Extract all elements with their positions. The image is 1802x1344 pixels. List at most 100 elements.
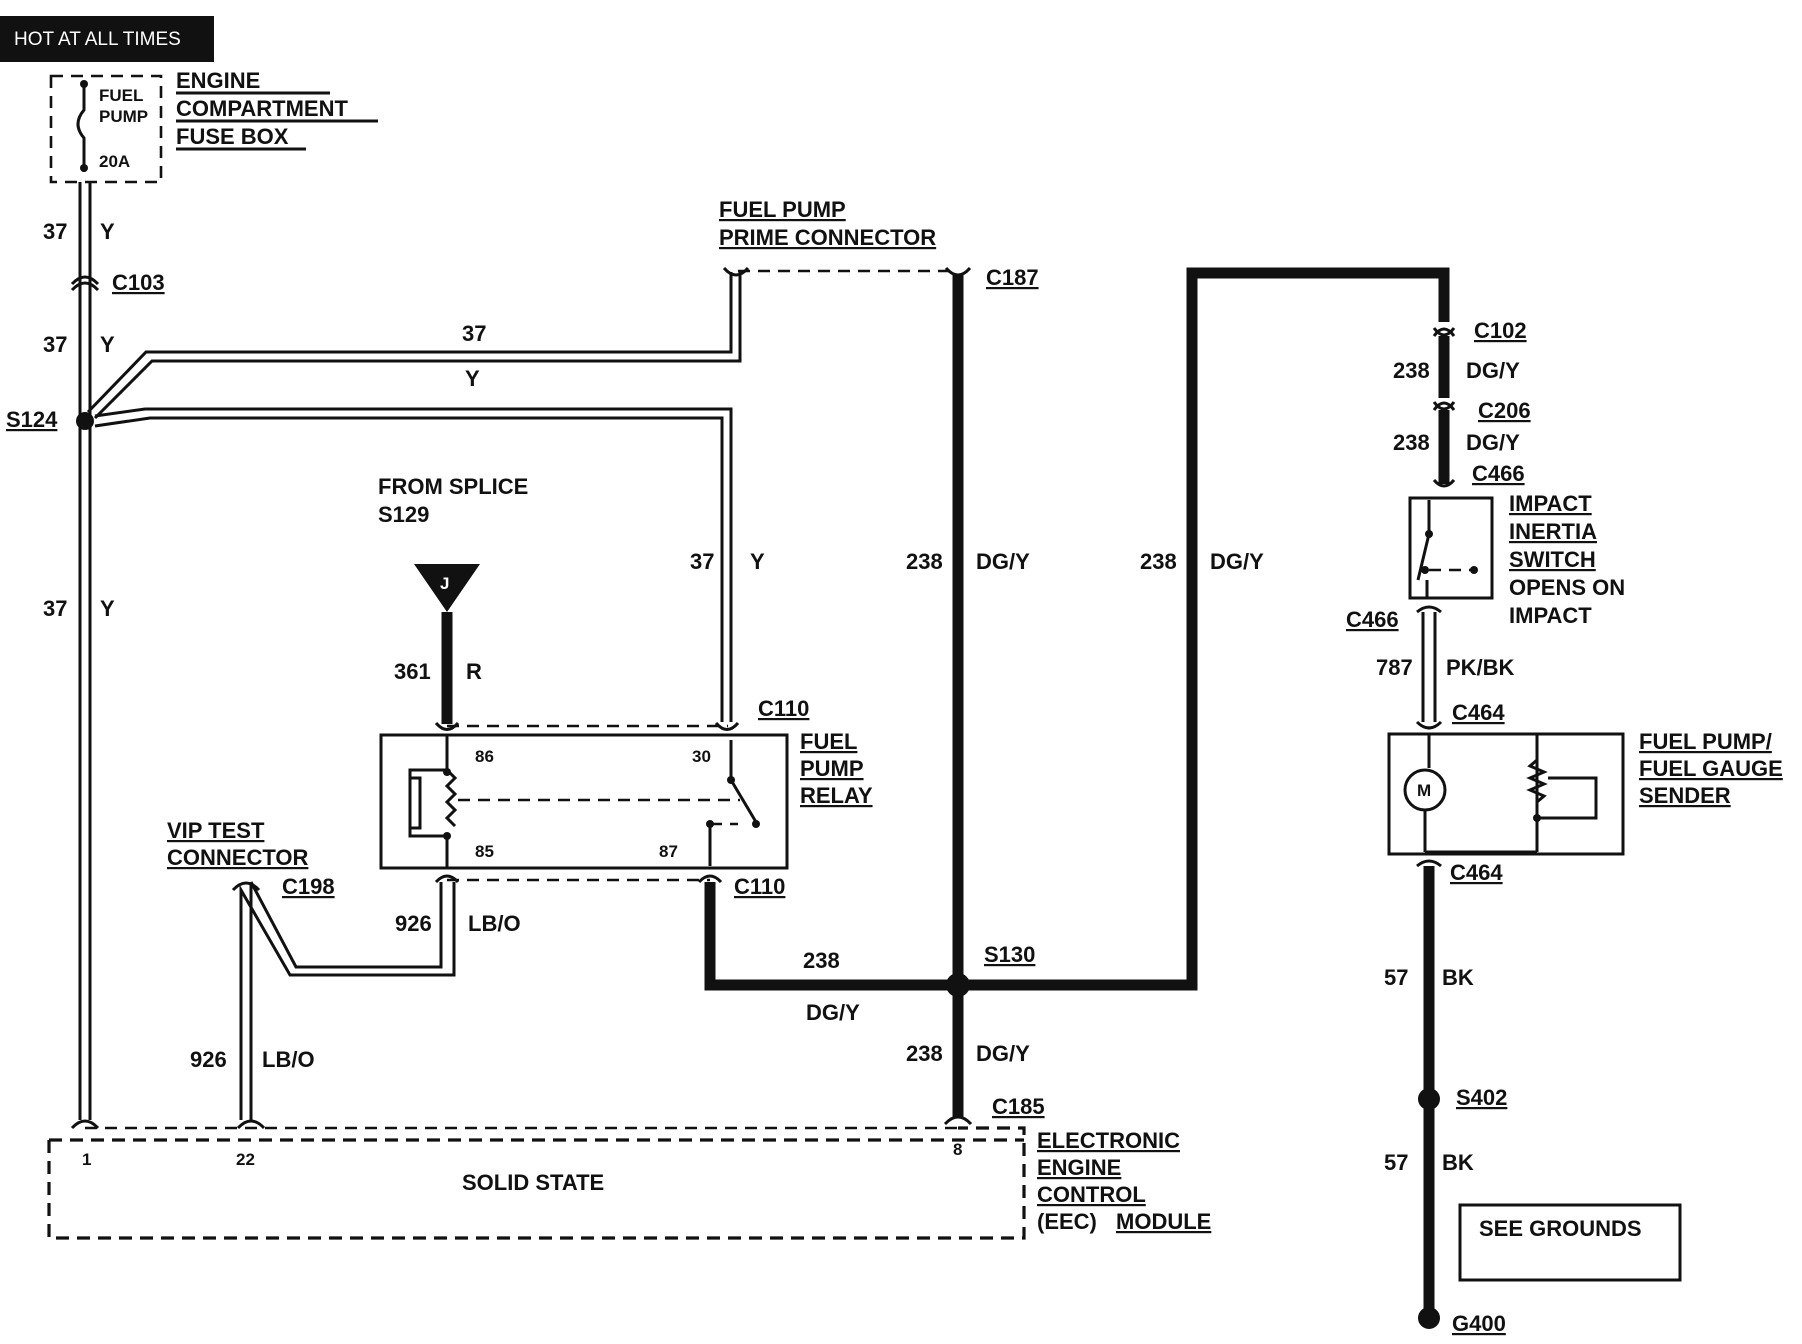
- eec-title-line3: CONTROL: [1037, 1182, 1146, 1207]
- fuel-pump-relay: 86 85 30 87 FUEL PUMP RELAY: [379, 721, 873, 870]
- inertia-switch-icon: [1416, 533, 1431, 581]
- fuse-element-icon: [76, 82, 86, 172]
- connector-c466-bottom: C466: [1346, 607, 1399, 632]
- relay-coil-icon: [408, 776, 422, 830]
- hot-at-all-times-banner: HOT AT ALL TIMES: [0, 16, 214, 62]
- relay-pin-30: 30: [692, 747, 711, 766]
- splice-s402: S402: [1456, 1085, 1507, 1110]
- splice-j-letter: J: [440, 574, 449, 593]
- fuse-label-line2: PUMP: [99, 107, 148, 126]
- wire-926-label: 926: [395, 911, 432, 936]
- connector-c464-bottom: C464: [1450, 860, 1503, 885]
- see-grounds-box: [1458, 1203, 1682, 1282]
- vip-test-connector: VIP TEST CONNECTOR: [167, 818, 308, 892]
- wire-787-label: 787: [1376, 655, 1413, 680]
- wire-bk-label: BK: [1442, 965, 1474, 990]
- relay-title-line2: PUMP: [800, 756, 864, 781]
- connector-c206: C206: [1478, 398, 1531, 423]
- relay-pin-87: 87: [659, 842, 678, 861]
- wire-y-label: Y: [465, 366, 480, 391]
- eec-module: 1 22 8 SOLID STATE ELECTRONIC ENGINE CON…: [47, 1115, 1211, 1240]
- relay-pin-85: 85: [475, 842, 494, 861]
- wire-r-label: R: [466, 659, 482, 684]
- wire-37-label: 37: [462, 321, 486, 346]
- wire-y-label: Y: [100, 332, 115, 357]
- wire-37-to-prime-connector: [86, 272, 742, 420]
- wire-238-label: 238: [1393, 358, 1430, 383]
- inertia-switch-line4: OPENS ON: [1509, 575, 1625, 600]
- eec-pin-22: 22: [236, 1150, 255, 1169]
- wire-37-label: 37: [43, 332, 67, 357]
- connector-c103: C103: [112, 270, 165, 295]
- wire-238-label: 238: [803, 948, 840, 973]
- prime-connector-title-line1: FUEL PUMP: [719, 197, 846, 222]
- fuse-box-title-line2: COMPARTMENT: [176, 96, 348, 121]
- splice-s124-dot: [76, 412, 94, 430]
- eec-title-line4b: MODULE: [1116, 1209, 1211, 1234]
- inertia-switch-line3: SWITCH: [1509, 547, 1596, 572]
- sender-title-line3: SENDER: [1639, 783, 1731, 808]
- wire-361-label: 361: [394, 659, 431, 684]
- eec-pin-8: 8: [953, 1140, 962, 1159]
- wire-787: [1415, 605, 1443, 730]
- wire-926-label: 926: [190, 1047, 227, 1072]
- wire-926: [239, 881, 456, 1120]
- wire-37-label: 37: [43, 596, 67, 621]
- relay-title-line1: FUEL: [800, 729, 857, 754]
- inertia-switch-line1: IMPACT: [1509, 491, 1592, 516]
- splice-s130: S130: [984, 942, 1035, 967]
- splice-s402-dot: [1418, 1088, 1440, 1110]
- wire-lbo-label: LB/O: [262, 1047, 315, 1072]
- connector-c187: C187: [986, 265, 1039, 290]
- inertia-switch-line2: INERTIA: [1509, 519, 1597, 544]
- wire-y-label: Y: [100, 596, 115, 621]
- wire-37-label: 37: [690, 549, 714, 574]
- fuse-rating: 20A: [99, 152, 130, 171]
- splice-s124: S124: [6, 407, 58, 432]
- relay-pin-86: 86: [475, 747, 494, 766]
- wire-57-label: 57: [1384, 965, 1408, 990]
- from-splice-line1: FROM SPLICE: [378, 474, 528, 499]
- wire-37-to-relay: [94, 407, 733, 722]
- hot-label: HOT AT ALL TIMES: [14, 29, 181, 50]
- wire-238-label: 238: [906, 549, 943, 574]
- fuse-box-title-line3: FUSE BOX: [176, 124, 289, 149]
- eec-solid-state: SOLID STATE: [462, 1170, 604, 1195]
- wire-dgy-label: DG/Y: [976, 549, 1030, 574]
- eec-pin-1: 1: [82, 1150, 91, 1169]
- splice-j-marker-icon: [414, 564, 480, 612]
- wire-37-left-vertical: [70, 182, 100, 1120]
- eec-title-line2: ENGINE: [1037, 1155, 1121, 1180]
- wire-238-from-relay: [704, 882, 958, 991]
- wire-238-right-loop: [958, 267, 1450, 991]
- fuse-label-line1: FUEL: [99, 86, 143, 105]
- from-splice-line2: S129: [378, 502, 429, 527]
- fuse-box-title-line1: ENGINE: [176, 68, 260, 93]
- eec-title-line4a: (EEC): [1037, 1209, 1097, 1234]
- relay-title-line3: RELAY: [800, 783, 873, 808]
- vip-test-line1: VIP TEST: [167, 818, 265, 843]
- wire-dgy-label: DG/Y: [976, 1041, 1030, 1066]
- see-grounds-label: SEE GROUNDS: [1479, 1216, 1642, 1241]
- wire-57-ground: [1416, 859, 1442, 1329]
- from-splice-s129: FROM SPLICE S129 J: [378, 474, 528, 724]
- wire-y-label: Y: [100, 219, 115, 244]
- vip-test-line2: CONNECTOR: [167, 845, 308, 870]
- connector-c185: C185: [992, 1094, 1045, 1119]
- wire-dgy-label: DG/Y: [1466, 430, 1520, 455]
- wire-238-label: 238: [1140, 549, 1177, 574]
- wire-y-label: Y: [750, 549, 765, 574]
- eec-title-line1: ELECTRONIC: [1037, 1128, 1180, 1153]
- impact-inertia-switch: IMPACT INERTIA SWITCH OPENS ON IMPACT: [1408, 491, 1625, 628]
- wire-37-label: 37: [43, 219, 67, 244]
- motor-letter: M: [1417, 781, 1431, 800]
- wire-lbo-label: LB/O: [468, 911, 521, 936]
- wire-bk-label: BK: [1442, 1150, 1474, 1175]
- wire-238-label: 238: [1393, 430, 1430, 455]
- connector-c464-top: C464: [1452, 700, 1505, 725]
- wire-dgy-label: DG/Y: [806, 1000, 860, 1025]
- fuel-pump-prime-connector: FUEL PUMP PRIME CONNECTOR: [719, 197, 972, 277]
- wire-57-label: 57: [1384, 1150, 1408, 1175]
- connector-c466-top: C466: [1472, 461, 1525, 486]
